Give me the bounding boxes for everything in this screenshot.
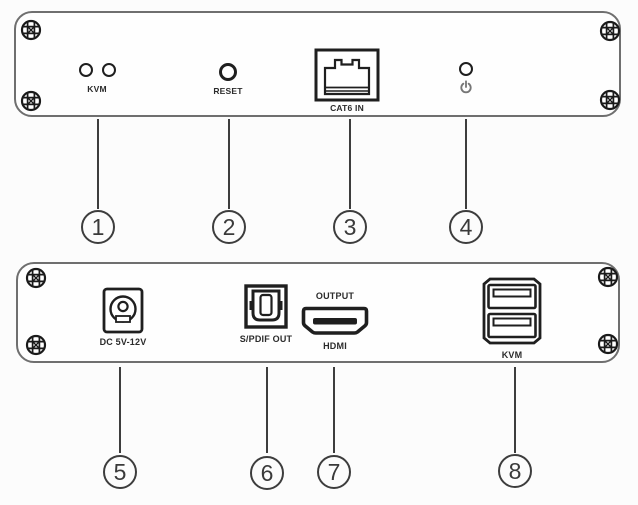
dc-label: DC 5V-12V: [99, 337, 147, 347]
dc-power-jack-icon: [102, 287, 144, 334]
screw-icon: [25, 334, 47, 356]
callout-line-3: [348, 119, 351, 209]
callout-6-number: 6: [260, 459, 274, 486]
screw-icon: [20, 19, 42, 41]
hdmi-port-icon: [301, 306, 369, 335]
kvm-led-1-icon: [79, 63, 93, 77]
callout-line-2: [227, 119, 230, 209]
callout-1-number: 1: [91, 213, 105, 240]
callout-line-8: [513, 367, 516, 453]
power-led-icon: [459, 62, 473, 76]
kvm-led-2-icon: [102, 63, 116, 77]
callout-2: 2: [212, 210, 246, 244]
screw-icon: [25, 267, 47, 289]
kvm-leds-label: KVM: [87, 84, 107, 94]
callout-5: 5: [103, 455, 137, 489]
screw-icon: [597, 266, 619, 288]
callout-1: 1: [81, 210, 115, 244]
callout-8: 8: [498, 454, 532, 488]
screw-icon: [20, 90, 42, 112]
callout-5-number: 5: [113, 458, 127, 485]
callout-line-7: [332, 367, 335, 453]
callout-4: 4: [449, 210, 483, 244]
callout-8-number: 8: [508, 457, 522, 484]
callout-4-number: 4: [459, 213, 473, 240]
hdmi-output-label: OUTPUT: [315, 291, 355, 301]
power-icon: [460, 80, 472, 94]
callout-3: 3: [333, 210, 367, 244]
spdif-port-icon: [244, 284, 288, 329]
screw-icon: [599, 20, 621, 42]
callout-7: 7: [317, 455, 351, 489]
callout-line-1: [96, 119, 99, 209]
reset-label: RESET: [213, 86, 243, 96]
hdmi-label: HDMI: [323, 341, 347, 351]
reset-button-icon: [219, 63, 237, 81]
callout-line-5: [118, 367, 121, 453]
cat6-rj45-port-icon: [314, 48, 380, 102]
callout-7-number: 7: [327, 458, 341, 485]
callout-line-6: [265, 367, 268, 453]
callout-3-number: 3: [343, 213, 357, 240]
callout-line-4: [464, 119, 467, 209]
callout-6: 6: [250, 456, 284, 490]
callout-2-number: 2: [222, 213, 236, 240]
spdif-label: S/PDIF OUT: [239, 334, 293, 344]
screw-icon: [599, 89, 621, 111]
cat6-label: CAT6 IN: [330, 103, 364, 113]
screw-icon: [597, 333, 619, 355]
usb-kvm-ports-icon: [482, 277, 542, 345]
usb-kvm-label: KVM: [501, 350, 523, 360]
